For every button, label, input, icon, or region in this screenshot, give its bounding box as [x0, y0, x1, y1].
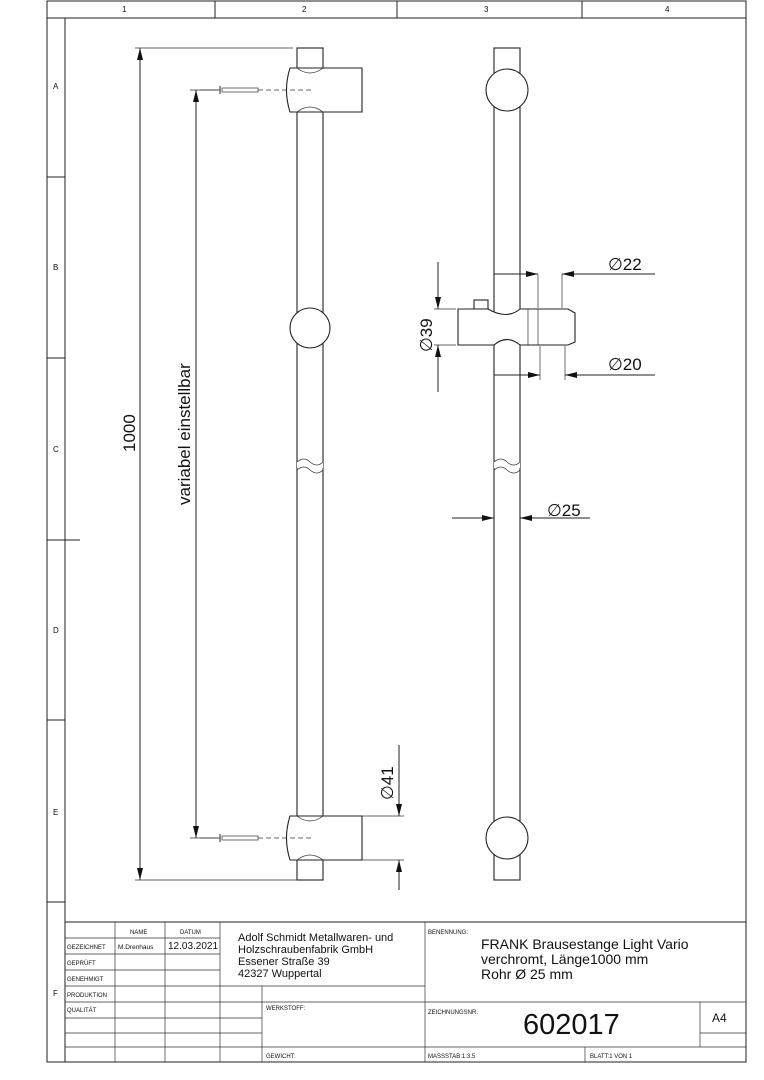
column-label: 4	[665, 5, 670, 14]
role-label: GEPRÜFT	[67, 960, 96, 967]
diameter-25-label: ∅25	[547, 501, 581, 520]
title-block: NAME DATUM GEZEICHNET GEPRÜFT GENEHMIGT …	[65, 921, 746, 1062]
role-label: PRODUKTION	[67, 993, 107, 999]
drawn-date: 12.03.2021	[168, 941, 218, 952]
sheet-count: BLATT:1 VON 1	[590, 1054, 633, 1060]
row-label: F	[53, 989, 58, 998]
werkstoff-label: WERKSTOFF:	[266, 1006, 306, 1012]
drawn-by: M.Drenhaus	[118, 944, 154, 951]
row-label: A	[53, 82, 59, 91]
bottom-wall-bracket	[285, 815, 363, 861]
diameter-41-label: ∅41	[378, 766, 397, 800]
role-label: QUALITÄT	[67, 1007, 97, 1014]
role-label: GENEHMIGT	[67, 977, 104, 983]
drawing-number: 602017	[523, 1009, 620, 1041]
column-label: 3	[484, 5, 489, 14]
diameter-20-label: ∅20	[608, 355, 642, 374]
company-line: 42327 Wuppertal	[238, 968, 322, 980]
slider-body	[457, 299, 576, 346]
sheet-frame: 1 2 3 4 A B C D E F	[46, 0, 747, 1063]
company-line: Holzschraubenfabrik GmbH	[238, 944, 373, 956]
company-line: Essener Straße 39	[238, 956, 330, 968]
part-name-line: verchromt, Länge1000 mm	[481, 951, 648, 967]
benennung-label: BENENNUNG:	[428, 930, 468, 936]
zeichnungsnr-label: ZEICHNUNGSNR.	[428, 1010, 478, 1016]
row-label: C	[53, 445, 59, 454]
part-name-line: FRANK Brausestange Light Vario	[481, 936, 689, 952]
row-label: B	[53, 263, 58, 272]
diameter-39-label: ∅39	[417, 318, 436, 352]
date-header: DATUM	[180, 930, 201, 936]
side-view: 1000 variabel einstellbar	[120, 47, 363, 881]
role-label: GEZEICHNET	[67, 945, 106, 951]
gewicht-label: GEWICHT:	[266, 1054, 296, 1060]
top-wall-bracket	[285, 67, 363, 113]
diameter-22-label: ∅22	[608, 255, 642, 274]
slider-knob	[289, 307, 331, 349]
adjustable-range-label: variabel einstellbar	[175, 363, 194, 505]
column-label: 2	[302, 5, 307, 14]
front-view: ∅22 ∅20 ∅39 ∅25 ∅41	[362, 47, 655, 890]
top-bracket-cap	[485, 68, 529, 112]
column-label: 1	[122, 5, 127, 14]
length-dimension: 1000	[120, 414, 139, 452]
paper-format: A4	[712, 1011, 727, 1025]
company-line: Adolf Schmidt Metallwaren- und	[238, 932, 393, 944]
row-label: E	[53, 808, 58, 817]
scale-label: MASSSTAB:1:3.5	[428, 1054, 476, 1060]
bottom-bracket-cap	[485, 816, 529, 860]
name-header: NAME	[130, 930, 147, 936]
row-label: D	[53, 626, 59, 635]
part-name-line: Rohr Ø 25 mm	[481, 966, 573, 982]
